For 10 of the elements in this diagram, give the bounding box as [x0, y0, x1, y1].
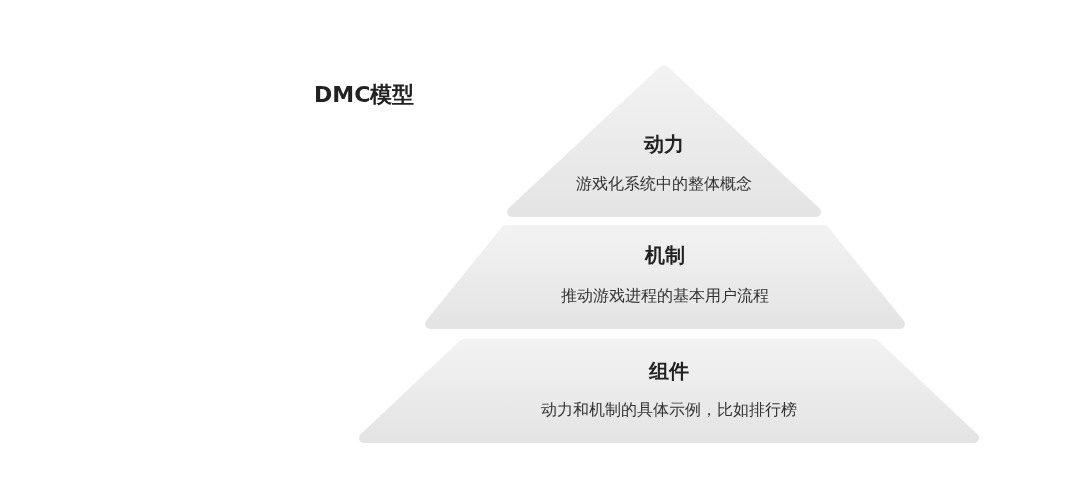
diagram-title: DMC模型: [314, 81, 415, 109]
pyramid-tier: [506, 66, 822, 218]
pyramid-tier: [358, 338, 980, 444]
tier-description: 动力和机制的具体示例，比如排行榜: [540, 400, 798, 421]
tier-heading: 组件: [647, 358, 690, 385]
pyramid-tier: [424, 224, 906, 330]
tier-description: 游戏化系统中的整体概念: [575, 174, 753, 195]
tier-heading: 机制: [643, 242, 686, 269]
tier-description: 推动游戏进程的基本用户流程: [560, 286, 770, 307]
tier-heading: 动力: [642, 131, 685, 158]
